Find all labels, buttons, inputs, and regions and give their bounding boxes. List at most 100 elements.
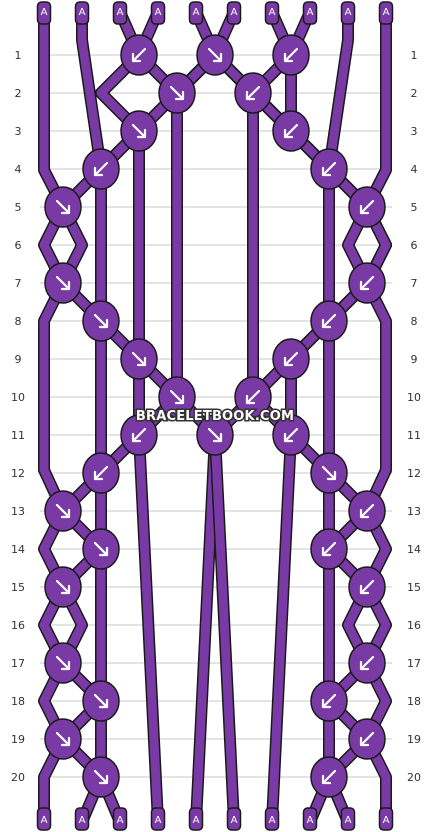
arrowhead-icon	[174, 394, 185, 405]
knot-left	[120, 414, 158, 456]
arrowhead-icon	[245, 394, 256, 405]
knot-left	[348, 566, 386, 608]
arrowhead-icon	[60, 280, 71, 291]
strand-tab	[378, 807, 394, 831]
arrowhead-icon	[283, 356, 294, 367]
row-label: 19	[407, 733, 421, 746]
row-label: 20	[407, 771, 421, 784]
arrow-down-right-icon	[55, 731, 70, 746]
knot-right	[82, 680, 120, 722]
strand-label: A	[345, 7, 352, 18]
strand-tab	[340, 1, 356, 25]
row-label: 3	[15, 125, 22, 138]
arrowhead-icon	[60, 584, 71, 595]
strand-tab	[74, 807, 90, 831]
arrowhead-icon	[60, 736, 71, 747]
row-label: 6	[411, 239, 418, 252]
knot-left	[348, 262, 386, 304]
row-label: 12	[11, 467, 25, 480]
arrow-down-left-icon	[246, 389, 261, 404]
strand-tab	[226, 807, 242, 831]
strand-label: A	[231, 7, 238, 18]
arrow-down-left-icon	[322, 693, 337, 708]
arrow-down-left-icon	[284, 47, 299, 62]
strand-tab	[226, 1, 242, 25]
arrow-down-left-icon	[284, 123, 299, 138]
knot-left	[82, 452, 120, 494]
row-label: 14	[407, 543, 421, 556]
arrow-down-right-icon	[55, 275, 70, 290]
arrow-down-right-icon	[55, 503, 70, 518]
arrow-down-right-icon	[93, 769, 108, 784]
strand-tab	[264, 1, 280, 25]
strand-tab	[112, 1, 128, 25]
row-label: 3	[411, 125, 418, 138]
arrowhead-icon	[283, 128, 294, 139]
arrow-down-left-icon	[284, 427, 299, 442]
row-label: 6	[15, 239, 22, 252]
arrow-down-left-icon	[360, 503, 375, 518]
knot-left	[310, 148, 348, 190]
strand-tab	[150, 1, 166, 25]
arrowhead-icon	[60, 204, 71, 215]
arrow-down-right-icon	[93, 693, 108, 708]
arrow-down-left-icon	[360, 199, 375, 214]
strand-tab	[188, 1, 204, 25]
strand-label: A	[155, 7, 162, 18]
row-label: 18	[407, 695, 421, 708]
strand-label: A	[269, 7, 276, 18]
strand-label: A	[383, 7, 390, 18]
strand-label: A	[307, 815, 314, 826]
thread-strand	[58, 7, 163, 827]
row-label: 4	[411, 163, 418, 176]
arrow-down-right-icon	[93, 313, 108, 328]
arrow-down-left-icon	[322, 769, 337, 784]
strand-tab	[150, 807, 166, 831]
row-label: 15	[11, 581, 25, 594]
arrow-down-left-icon	[132, 427, 147, 442]
arrowhead-icon	[359, 584, 370, 595]
thread-strand	[134, 7, 315, 827]
row-label: 10	[407, 391, 421, 404]
knot-right	[44, 490, 82, 532]
row-label: 11	[407, 429, 421, 442]
arrow-down-left-icon	[322, 161, 337, 176]
knot-right	[120, 338, 158, 380]
arrowhead-icon	[174, 90, 185, 101]
strand-label: A	[345, 815, 352, 826]
arrowhead-icon	[212, 52, 223, 63]
row-label: 10	[11, 391, 25, 404]
strand-label: A	[231, 815, 238, 826]
arrow-down-left-icon	[322, 313, 337, 328]
strand-label: A	[117, 815, 124, 826]
knot-nodes	[44, 34, 386, 798]
arrow-down-right-icon	[169, 85, 184, 100]
strand-label: A	[79, 7, 86, 18]
arrowhead-icon	[321, 774, 332, 785]
arrow-down-right-icon	[207, 427, 222, 442]
strand-tab	[74, 1, 90, 25]
knot-left	[348, 490, 386, 532]
arrowhead-icon	[60, 660, 71, 671]
row-label: 15	[407, 581, 421, 594]
arrowhead-icon	[136, 356, 147, 367]
strand-label: A	[383, 815, 390, 826]
arrow-down-left-icon	[246, 85, 261, 100]
knot-left	[310, 528, 348, 570]
thread-strand	[39, 7, 68, 827]
arrow-down-left-icon	[94, 161, 109, 176]
arrow-down-right-icon	[55, 199, 70, 214]
arrow-down-left-icon	[360, 275, 375, 290]
arrowhead-icon	[321, 318, 332, 329]
arrow-down-right-icon	[55, 579, 70, 594]
arrow-down-right-icon	[131, 123, 146, 138]
row-label: 16	[407, 619, 421, 632]
arrow-down-right-icon	[131, 351, 146, 366]
knot-left	[348, 642, 386, 684]
row-label: 18	[11, 695, 25, 708]
row-label: 12	[407, 467, 421, 480]
arrowhead-icon	[321, 698, 332, 709]
strand-tab	[340, 807, 356, 831]
